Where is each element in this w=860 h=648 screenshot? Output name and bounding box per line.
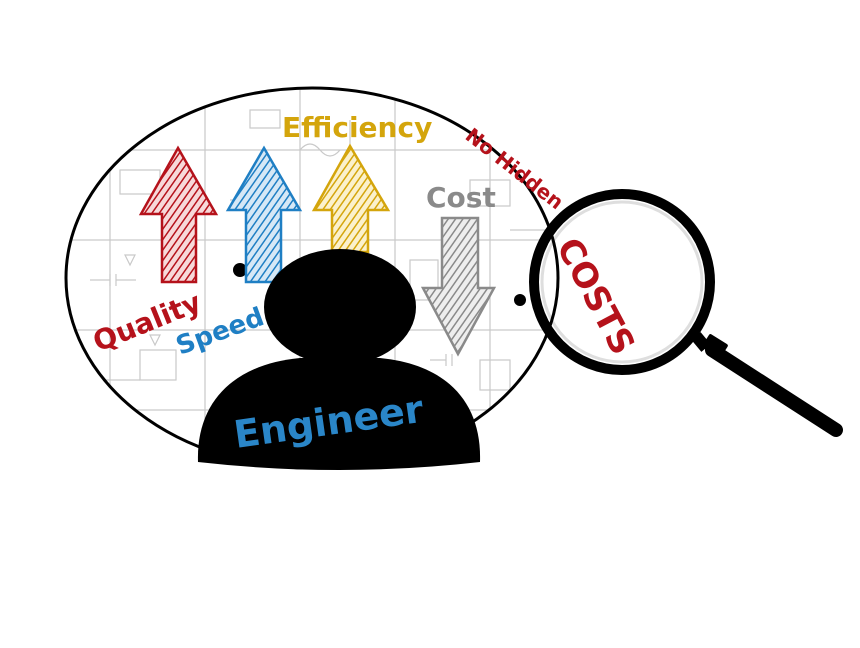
quality-up-arrow [138,145,219,284]
lens-content [536,196,560,368]
cost-down-arrow [420,216,497,357]
label-efficiency: Efficiency [282,111,432,144]
label-cost: Cost [426,181,496,214]
person-silhouette-icon [197,249,481,470]
speed-up-arrow [225,145,303,284]
magnifying-glass-icon [529,189,843,437]
